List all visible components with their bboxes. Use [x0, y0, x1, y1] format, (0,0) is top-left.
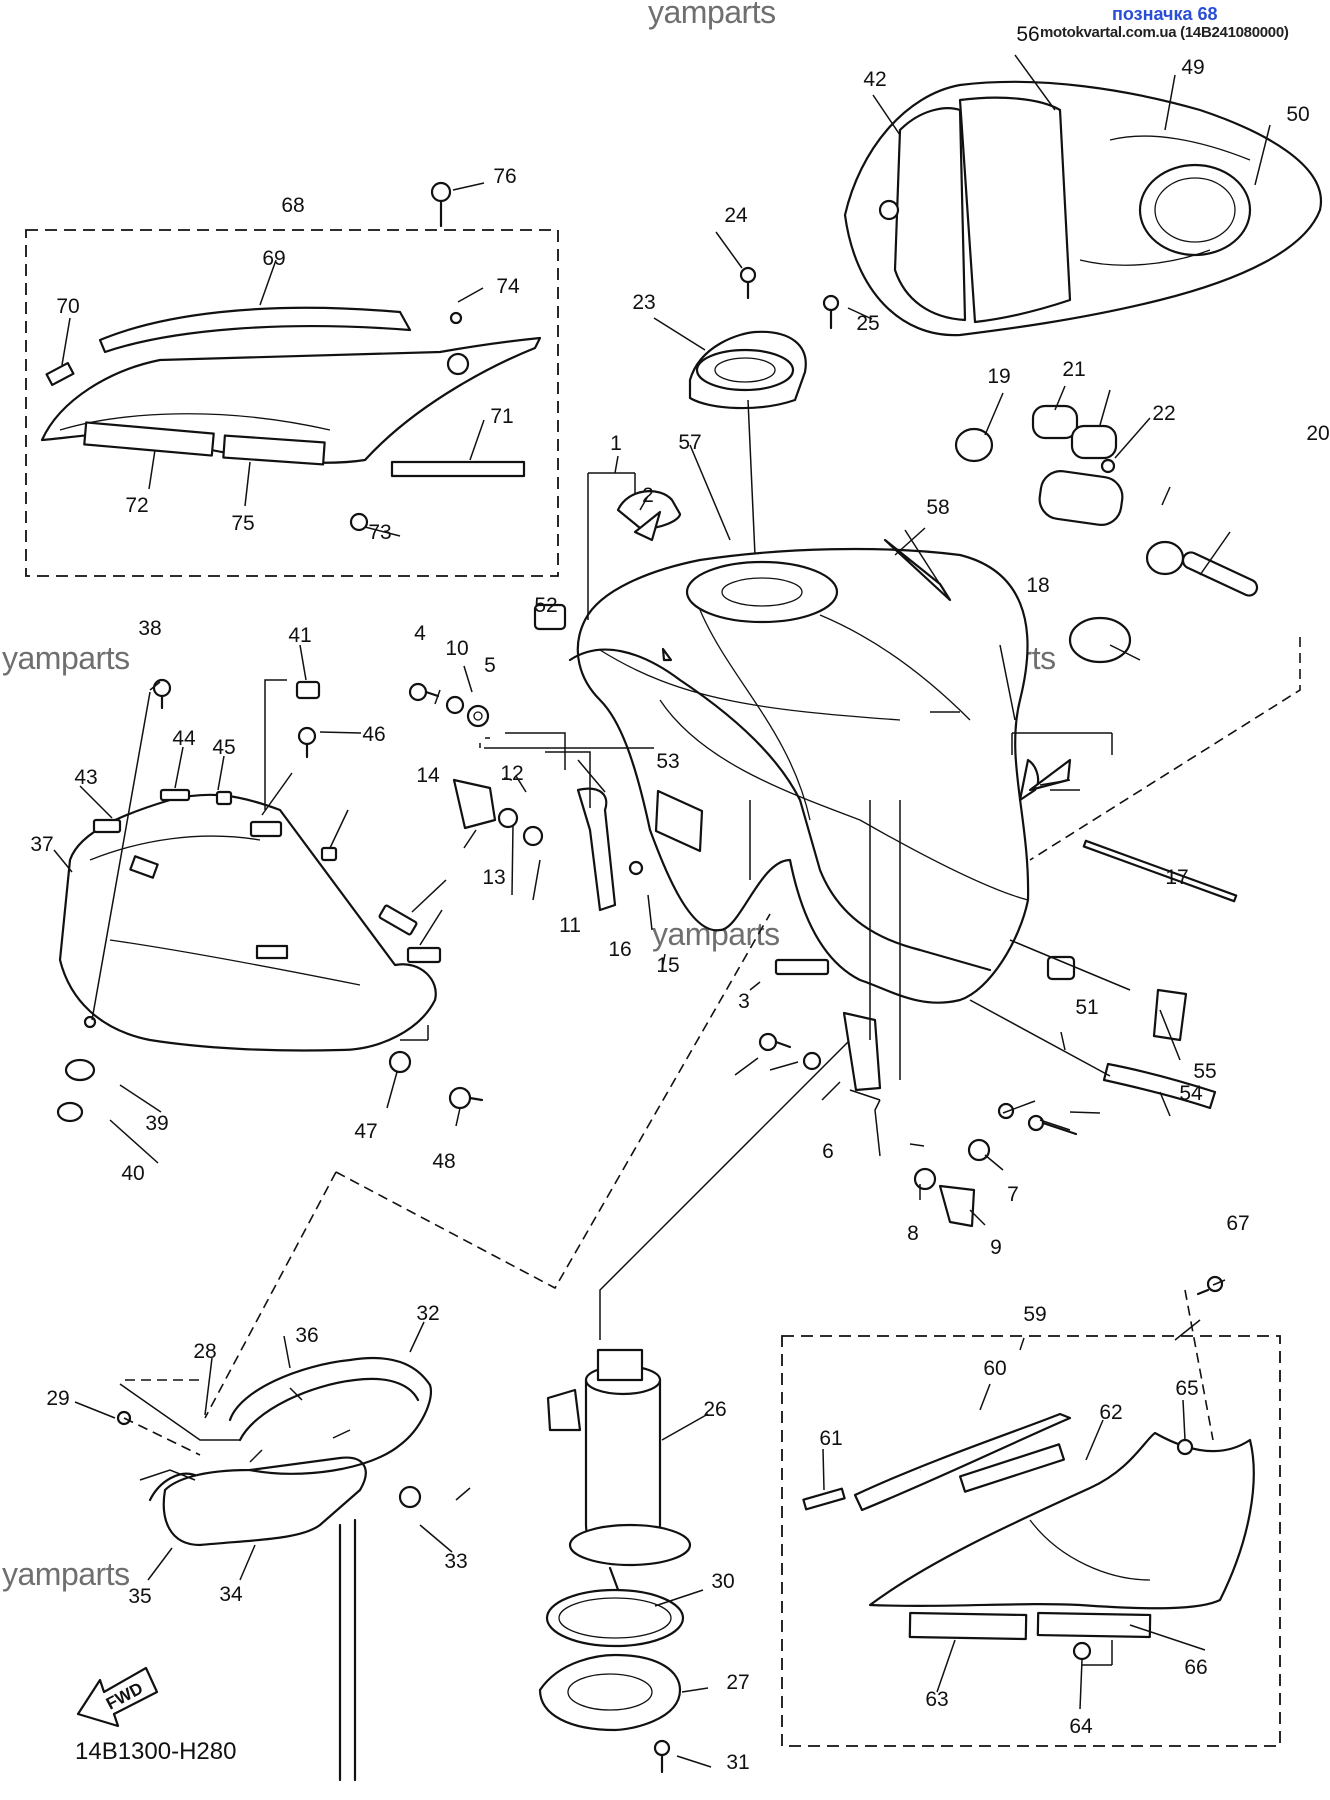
part-number-callout: 27	[726, 1671, 749, 1694]
part-number-callout: 4	[414, 622, 426, 645]
part-number-callout: 46	[362, 723, 385, 746]
part-number-callout: 59	[1023, 1303, 1046, 1326]
diagram-code: 14B1300-H280	[75, 1738, 237, 1765]
vent-valve-parts	[954, 404, 1259, 597]
part-number-callout: 23	[632, 291, 655, 314]
watermark: yamparts	[648, 0, 776, 30]
part-number-callout: 12	[500, 762, 523, 785]
part-number-callout: 31	[726, 1751, 749, 1774]
fuel-tank	[568, 547, 1040, 1004]
part-number-callout: 37	[30, 833, 53, 856]
part-number-callout: 1	[610, 432, 622, 455]
part-number-callout: 66	[1184, 1656, 1207, 1679]
part-number-callout: 51	[1075, 996, 1098, 1019]
part-number-callout: 69	[262, 247, 285, 270]
part-number-callout: 19	[987, 365, 1010, 388]
part-number-callout: 29	[46, 1387, 69, 1410]
part-number-callout: 64	[1069, 1715, 1093, 1738]
part-number-callout: 44	[172, 727, 196, 750]
forward-direction-arrow: FWD	[76, 1666, 159, 1728]
side-cover-right-group-box	[781, 1335, 1281, 1747]
part-number-callout: 73	[368, 521, 391, 544]
tank-top-cover	[843, 80, 1323, 337]
part-number-callout: 16	[608, 938, 631, 961]
part-number-callout: 2	[642, 484, 654, 507]
diagram-tag-label: позначка 68	[1112, 4, 1218, 24]
part-callouts: 1234567891011121314151617181920212223242…	[30, 23, 1329, 1774]
part-number-callout: 67	[1226, 1212, 1249, 1235]
part-number-callout: 7	[1007, 1183, 1019, 1206]
part-number-callout: 75	[231, 512, 254, 535]
part-number-callout: 68	[281, 194, 304, 217]
part-number-callout: 74	[496, 275, 520, 298]
part-number-callout: 71	[490, 405, 513, 428]
watermark: yamparts	[2, 640, 130, 676]
part-number-callout: 25	[856, 312, 879, 335]
part-number-callout: 57	[678, 431, 701, 454]
part-number-callout: 41	[288, 624, 311, 647]
part-number-callout: 53	[656, 750, 679, 773]
part-number-callout: 76	[493, 165, 516, 188]
part-number-callout: 38	[138, 617, 161, 640]
source-site-label: motokvartal.com.ua (14B241080000)	[1040, 24, 1289, 41]
part-number-callout: 6	[822, 1140, 834, 1163]
leader-lines	[119, 472, 1131, 1666]
part-number-callout: 28	[193, 1340, 216, 1363]
fasteners	[56, 490, 1238, 1228]
part-number-callout: 15	[656, 954, 679, 977]
part-number-callout: 8	[907, 1222, 919, 1245]
part-number-callout: 58	[926, 496, 949, 519]
part-number-callout: 63	[925, 1688, 948, 1711]
part-number-callout: 54	[1179, 1082, 1203, 1105]
part-number-callout: 72	[125, 494, 148, 517]
part-number-callout: 65	[1175, 1377, 1198, 1400]
part-number-callout: 17	[1165, 866, 1188, 889]
part-number-callout: 30	[711, 1570, 734, 1593]
part-number-callout: 24	[724, 204, 748, 227]
part-number-callout: 35	[128, 1585, 151, 1608]
part-number-callout: 62	[1099, 1401, 1122, 1424]
part-number-callout: 48	[432, 1150, 455, 1173]
part-number-callout: 26	[703, 1398, 726, 1421]
part-number-callout: 39	[145, 1112, 168, 1135]
part-number-callout: 40	[121, 1162, 144, 1185]
part-number-callout: 10	[445, 637, 468, 660]
part-number-callout: 52	[534, 594, 557, 617]
part-number-callout: 3	[738, 990, 750, 1013]
side-cover-left-group-box	[25, 229, 559, 577]
right-side-cover	[802, 1275, 1255, 1661]
part-number-callout: 9	[990, 1236, 1002, 1259]
watermark: yamparts	[2, 1556, 130, 1592]
part-number-callout: 49	[1181, 56, 1204, 79]
part-number-callout: 55	[1193, 1060, 1216, 1083]
part-number-callout: 18	[1026, 574, 1049, 597]
part-number-callout: 61	[819, 1427, 842, 1450]
part-number-callout: 70	[56, 295, 79, 318]
fuel-pump-assembly	[538, 1039, 851, 1774]
part-number-callout: 11	[559, 914, 581, 937]
hose-frame	[116, 1356, 433, 1782]
part-number-callout: 36	[295, 1324, 318, 1347]
part-number-callout: 33	[444, 1550, 467, 1573]
part-number-callout: 14	[416, 764, 440, 787]
part-number-callout: 22	[1152, 402, 1175, 425]
part-number-callout: 21	[1062, 358, 1085, 381]
part-number-callout: 42	[863, 68, 886, 91]
part-number-callout: 34	[219, 1583, 243, 1606]
part-number-callout: 32	[416, 1302, 439, 1325]
part-number-callout: 43	[74, 766, 97, 789]
left-side-cover	[40, 181, 542, 532]
part-number-callout: 20	[1306, 422, 1329, 445]
connector-lines	[123, 637, 1301, 1456]
fuel-cap-flange	[688, 266, 840, 601]
part-number-callout: 50	[1286, 103, 1309, 126]
part-number-callout: 56	[1016, 23, 1039, 46]
part-number-callout: 60	[983, 1357, 1006, 1380]
part-number-callout: 5	[484, 654, 496, 677]
callout-leaders	[53, 54, 1271, 1768]
part-number-callout: 13	[482, 866, 505, 889]
part-number-callout: 47	[354, 1120, 377, 1143]
part-number-callout: 45	[212, 736, 235, 759]
